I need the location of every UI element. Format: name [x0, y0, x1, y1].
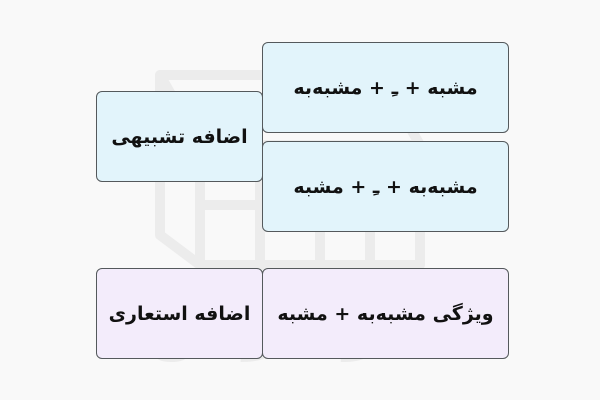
simile-label: اضافه تشبیهی — [111, 125, 248, 148]
metaphor-pattern-box: ویژگی مشبه‌به + مشبه — [262, 268, 509, 359]
metaphor-label: اضافه استعاری — [108, 302, 251, 325]
simile-pattern-1-box: مشبه + ـِ + مشبه‌به — [262, 42, 509, 133]
simile-pattern-2-box: مشبه‌به + ـِ + مشبه — [262, 141, 509, 232]
simile-pattern-2: مشبه‌به + ـِ + مشبه — [293, 175, 478, 198]
simile-label-box: اضافه تشبیهی — [96, 91, 263, 182]
metaphor-pattern: ویژگی مشبه‌به + مشبه — [277, 302, 494, 325]
simile-pattern-1: مشبه + ـِ + مشبه‌به — [293, 76, 478, 99]
metaphor-label-box: اضافه استعاری — [96, 268, 263, 359]
